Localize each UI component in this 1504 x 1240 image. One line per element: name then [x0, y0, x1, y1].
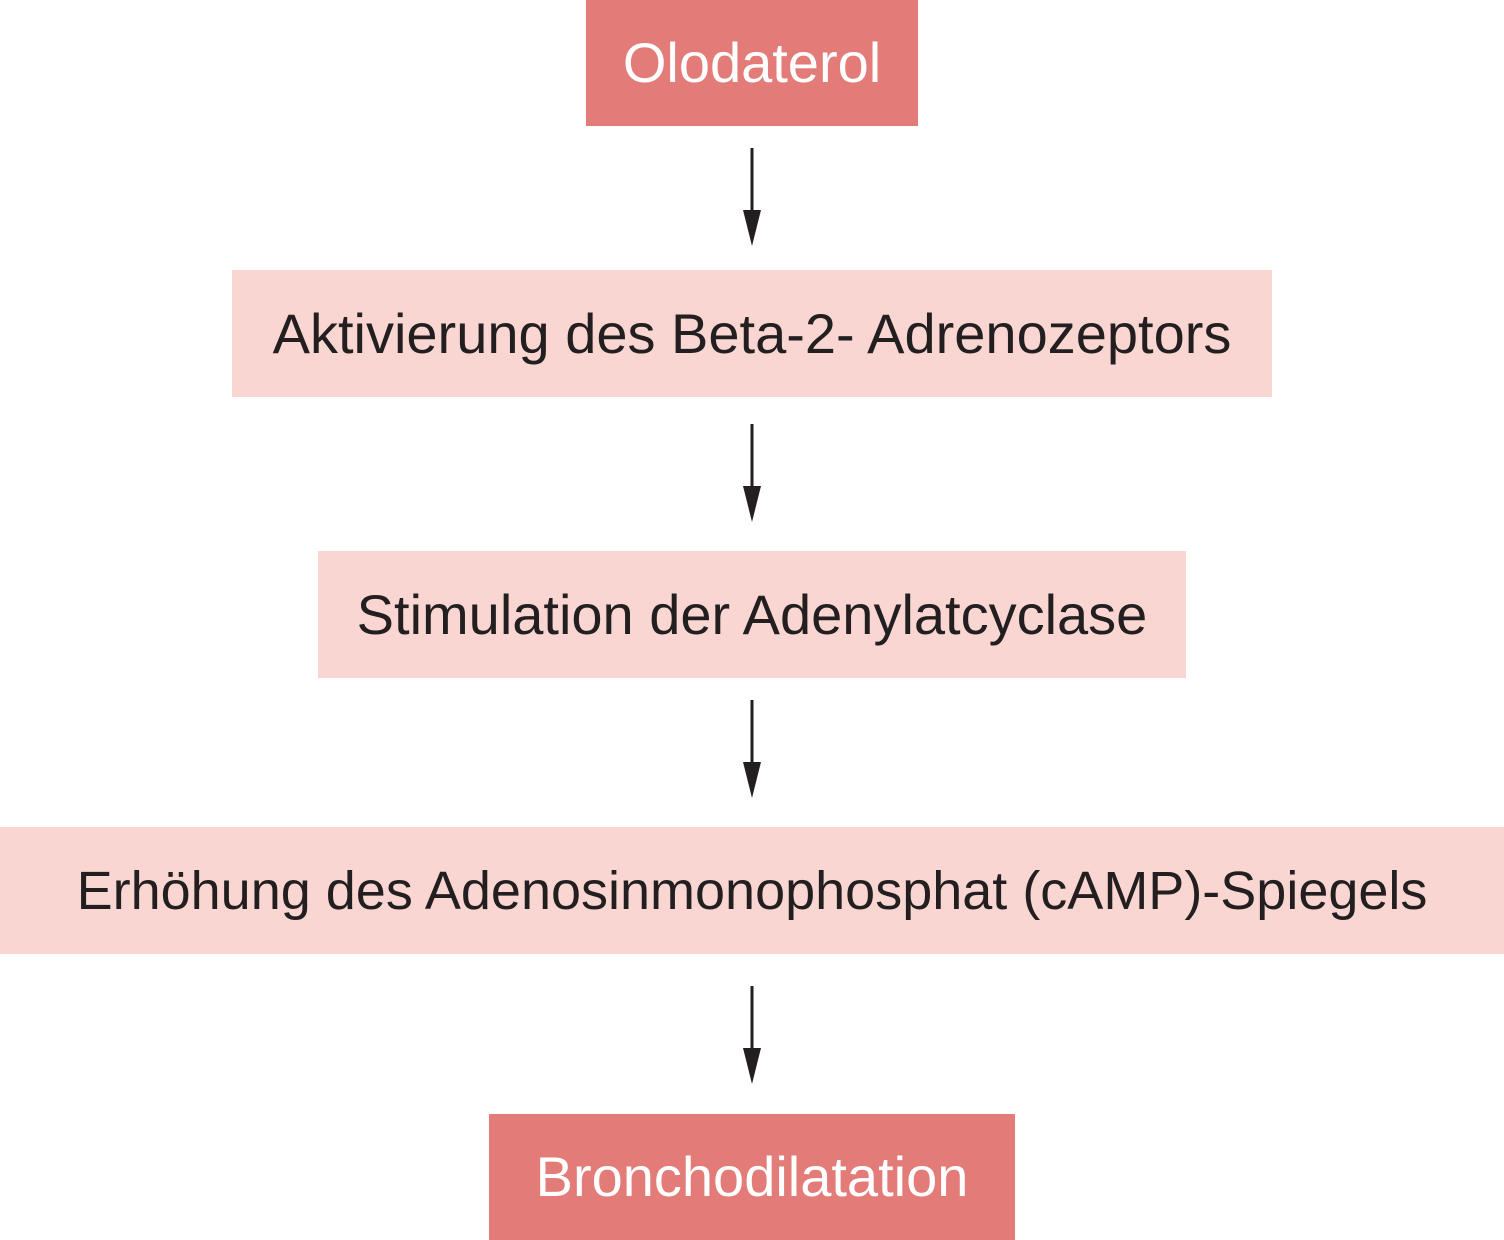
node-adenylatcyclase-stimulation-label: Stimulation der Adenylatcyclase	[356, 582, 1148, 646]
arrow-adenylat-to-camp	[743, 700, 761, 798]
node-olodaterol-label: Olodaterol	[622, 31, 882, 94]
arrow-camp-to-broncho	[743, 986, 761, 1084]
node-olodaterol: Olodaterol	[586, 0, 918, 126]
node-adenylatcyclase-stimulation: Stimulation der Adenylatcyclase	[318, 551, 1186, 678]
node-beta2-activation-label: Aktivierung des Beta-2- Adrenozeptors	[272, 301, 1232, 365]
node-bronchodilatation: Bronchodilatation	[489, 1114, 1015, 1240]
arrow-olodaterol-to-beta2	[743, 148, 761, 246]
node-camp-increase: Erhöhung des Adenosinmonophosphat (cAMP)…	[0, 827, 1504, 954]
node-beta2-activation: Aktivierung des Beta-2- Adrenozeptors	[232, 270, 1272, 397]
node-camp-increase-label: Erhöhung des Adenosinmonophosphat (cAMP)…	[76, 860, 1428, 921]
arrow-beta2-to-adenylat	[743, 424, 761, 522]
node-bronchodilatation-label: Bronchodilatation	[535, 1145, 969, 1208]
